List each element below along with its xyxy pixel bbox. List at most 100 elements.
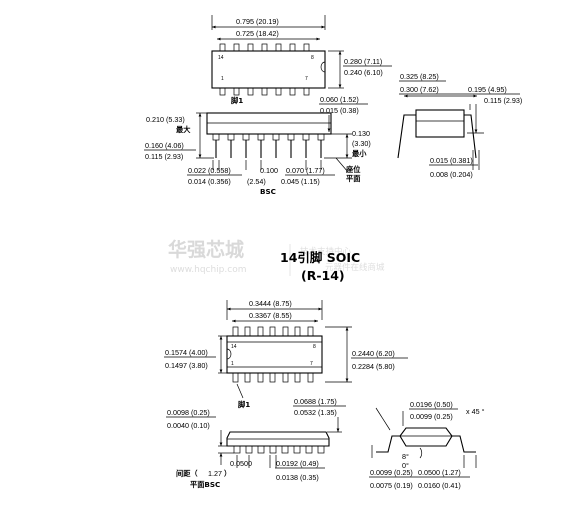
dim-dip-span-max: 0.325 (8.25) (400, 72, 439, 81)
dim-dip-pitch: 0.100 (260, 166, 278, 175)
dip-bsc-label: BSC (260, 187, 276, 196)
soic-end-view: 0.0196 (0.50) 0.0099 (0.25) x 45 ° 0.009… (369, 400, 485, 490)
dim-soic-angle-max: 8° (402, 452, 409, 461)
dim-dip-span-nom: 0.300 (7.62) (400, 85, 439, 94)
dip-front-leads (212, 133, 325, 158)
soic-front-body (226, 431, 330, 447)
watermark-slogan-1: 技术支持中心 (300, 246, 352, 257)
dim-dip-lead-w-max: 0.022 (0.558) (188, 166, 231, 175)
dim-dip-len-min: 0.725 (18.42) (236, 29, 279, 38)
dim-soic-width-min: 0.1497 (3.80) (165, 361, 208, 370)
dip-end-lead-left (397, 114, 416, 159)
soic-pitch-label: 间距（ (176, 469, 198, 478)
dip-bottom-pins (219, 87, 310, 96)
soic-angle-arc (419, 447, 423, 459)
dip-min-label: 最小 (352, 149, 367, 158)
dim-soic-thick-max: 0.0099 (0.25) (370, 468, 413, 477)
soic-bottom-pins (232, 372, 314, 383)
dim-dip-body-min: 0.115 (2.93) (145, 152, 183, 161)
dip-pin-8: 8 (311, 55, 314, 61)
dip-notch (320, 61, 326, 73)
dim-dip-lead-w-min: 0.014 (0.356) (188, 177, 231, 186)
dim-soic-width-max: 0.1574 (4.00) (165, 348, 208, 357)
soic-front-view: 0.0688 (1.75) 0.0532 (1.35) 0.0098 (0.25… (166, 397, 346, 489)
dim-soic-len-max: 0.3444 (8.75) (249, 299, 292, 308)
dim-soic-span-min: 0.2284 (5.80) (352, 362, 395, 371)
dim-dip-shoulder-max: 0.070 (1.77) (286, 166, 325, 175)
dip-end-view: 0.325 (8.25) 0.300 (7.62) 0.195 (4.95) 0… (397, 72, 522, 179)
leader-line (335, 157, 349, 173)
dim-dip-lead-len: 0.130 (352, 129, 370, 138)
dip-seating-label: 座位 (345, 165, 361, 174)
soic-plane-bsc: 平面BSC (190, 480, 220, 489)
dim-soic-foot-max: 0.0500 (1.27) (418, 468, 461, 477)
dim-dip-height-max: 0.210 (5.33) (146, 115, 185, 124)
dim-soic-len-min: 0.3367 (8.55) (249, 311, 292, 320)
dip-plane-label: 平面 (346, 174, 360, 183)
dim-soic-angle-min: 0° (402, 461, 409, 470)
dip-max-label: 最大 (176, 125, 191, 134)
soic-front-leads (233, 445, 325, 454)
dim-soic-height-min: 0.0532 (1.35) (294, 408, 337, 417)
watermark: 华强芯城 www.hqchip.com 技术支持中心 元器件在线商城 (168, 238, 385, 276)
dim-dip-standoff-max: 0.060 (1.52) (320, 95, 359, 104)
soic-title: 14引脚 SOIC (280, 250, 360, 265)
soic-end-body (399, 427, 453, 447)
soic-pin-8: 8 (313, 344, 316, 350)
dim-dip-span-min: 0.195 (4.95) (468, 85, 507, 94)
dip-pin-7: 7 (305, 76, 308, 82)
watermark-url: www.hqchip.com (170, 265, 246, 275)
dim-dip-shoulder-min: 0.045 (1.15) (281, 177, 320, 186)
soic-pitch-close: ） (224, 469, 231, 478)
dip-top-pins (219, 43, 310, 52)
dim-soic-span-max: 0.2440 (6.20) (352, 349, 395, 358)
soic-end-lead-left (376, 435, 400, 453)
leader-line (236, 383, 244, 399)
dim-dip-pitch-mm: (2.54) (247, 177, 266, 186)
dip-pin-14: 14 (218, 55, 224, 61)
soic-pin1-label: 脚1 (237, 400, 250, 409)
dip-pin-1: 1 (221, 76, 224, 82)
dip-front-view: 0.060 (1.52) 0.015 (0.38) 0.210 (5.33) 最… (144, 95, 371, 196)
dim-soic-chamfer-min: 0.0099 (0.25) (410, 412, 453, 421)
soic-top-pins (232, 326, 314, 337)
soic-subtitle: (R-14) (301, 268, 345, 283)
dim-soic-pitch-in: 0.0500 (230, 459, 252, 468)
dip-end-body (415, 109, 465, 138)
watermark-brand: 华强芯城 (168, 238, 244, 261)
dip-top-view: 0.795 (20.19) 0.725 (18.42) 14 8 1 7 脚1 (211, 15, 392, 105)
dim-soic-chamfer-angle: x 45 ° (466, 407, 485, 416)
dim-soic-thick-min: 0.0075 (0.19) (370, 481, 413, 490)
dim-dip-standoff-min: 0.015 (0.38) (320, 106, 359, 115)
soic-end-lead-right (452, 435, 476, 453)
soic-notch (226, 348, 232, 360)
dim-dip-width-max: 0.280 (7.11) (344, 57, 382, 66)
dim-dip-thick-min: 0.008 (0.204) (430, 170, 473, 179)
soic-top-view: 0.3444 (8.75) 0.3367 (8.55) 14 8 1 7 脚1 … (164, 299, 408, 409)
leader-line (375, 407, 391, 431)
dip-front-body (206, 112, 332, 135)
soic-pin-1: 1 (231, 361, 234, 367)
dip-body (211, 50, 326, 89)
dim-dip-len-max: 0.795 (20.19) (236, 17, 279, 26)
dim-dip-thick-max: 0.015 (0.381) (430, 156, 473, 165)
dip-end-lead-right (464, 114, 477, 159)
soic-pin-14: 14 (231, 344, 237, 350)
soic-body (226, 335, 323, 374)
dim-dip-body-max: 0.160 (4.06) (145, 141, 184, 150)
dim-dip-lead-h: 0.115 (2.93) (484, 96, 522, 105)
dim-soic-chamfer-max: 0.0196 (0.50) (410, 400, 453, 409)
soic-pin-7: 7 (310, 361, 313, 367)
dim-soic-standoff-min: 0.0040 (0.10) (167, 421, 210, 430)
dim-soic-lead-w-max: 0.0192 (0.49) (276, 459, 319, 468)
dim-dip-width-min: 0.240 (6.10) (344, 68, 383, 77)
dim-dip-lead-len-mm: (3.30) (352, 139, 371, 148)
watermark-slogan-2: 元器件在线商城 (325, 262, 385, 273)
soic-pitch-val: 1.27 (208, 469, 222, 478)
dim-soic-lead-w-min: 0.0138 (0.35) (276, 473, 319, 482)
dim-soic-height-max: 0.0688 (1.75) (294, 397, 337, 406)
dim-soic-foot-min: 0.0160 (0.41) (418, 481, 461, 490)
dim-soic-standoff-max: 0.0098 (0.25) (167, 408, 210, 417)
dip-pin1-label: 脚1 (230, 96, 243, 105)
